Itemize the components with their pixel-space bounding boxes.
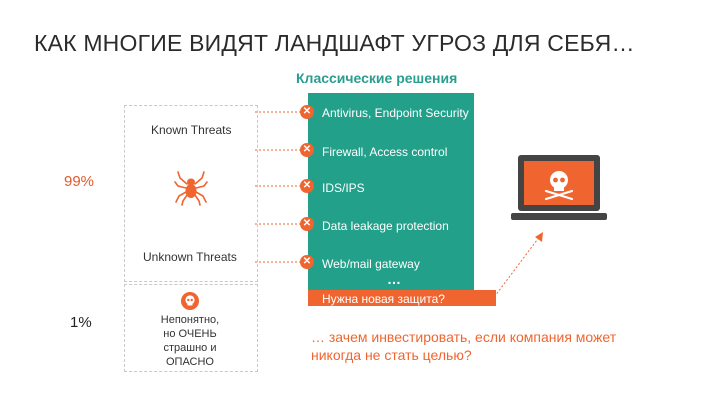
more-solutions-ellipsis: …: [387, 271, 401, 287]
solution-antivirus: Antivirus, Endpoint Security: [322, 106, 469, 120]
percent-known: 99%: [64, 173, 95, 190]
unknown-threats-box: [124, 284, 258, 372]
classic-solutions-block: [308, 93, 474, 290]
x-mark-icon: ✕: [300, 255, 314, 269]
x-mark-icon: ✕: [300, 105, 314, 119]
solution-firewall: Firewall, Access control: [322, 145, 448, 159]
classic-solutions-heading: Классические решения: [296, 70, 458, 86]
skull-icon: [181, 292, 199, 310]
x-mark-icon: ✕: [300, 217, 314, 231]
new-protection-text: Нужна новая защита?: [322, 292, 445, 306]
x-mark-icon: ✕: [300, 143, 314, 157]
unknown-threats-label: Unknown Threats: [143, 250, 237, 264]
solution-dlp: Data leakage protection: [322, 219, 449, 233]
spider-icon: [174, 171, 208, 206]
known-threats-label: Known Threats: [151, 123, 232, 137]
breach-arrow: [491, 232, 543, 301]
new-protection-banner: [308, 290, 496, 306]
solution-ids-ips: IDS/IPS: [322, 181, 365, 195]
investment-question: … зачем инвестировать, если компания мож…: [311, 329, 617, 363]
x-mark-icon: ✕: [300, 179, 314, 193]
known-threats-box: [124, 105, 258, 282]
solution-gateway: Web/mail gateway: [322, 257, 420, 271]
unknown-description: Непонятно, но ОЧЕНЬ страшно и ОПАСНО: [160, 314, 220, 368]
laptop-icon: [511, 155, 607, 220]
page-title: КАК МНОГИЕ ВИДЯТ ЛАНДШАФТ УГРОЗ ДЛЯ СЕБЯ…: [34, 30, 635, 56]
skull-icon: [544, 171, 574, 201]
percent-unknown: 1%: [70, 314, 92, 331]
